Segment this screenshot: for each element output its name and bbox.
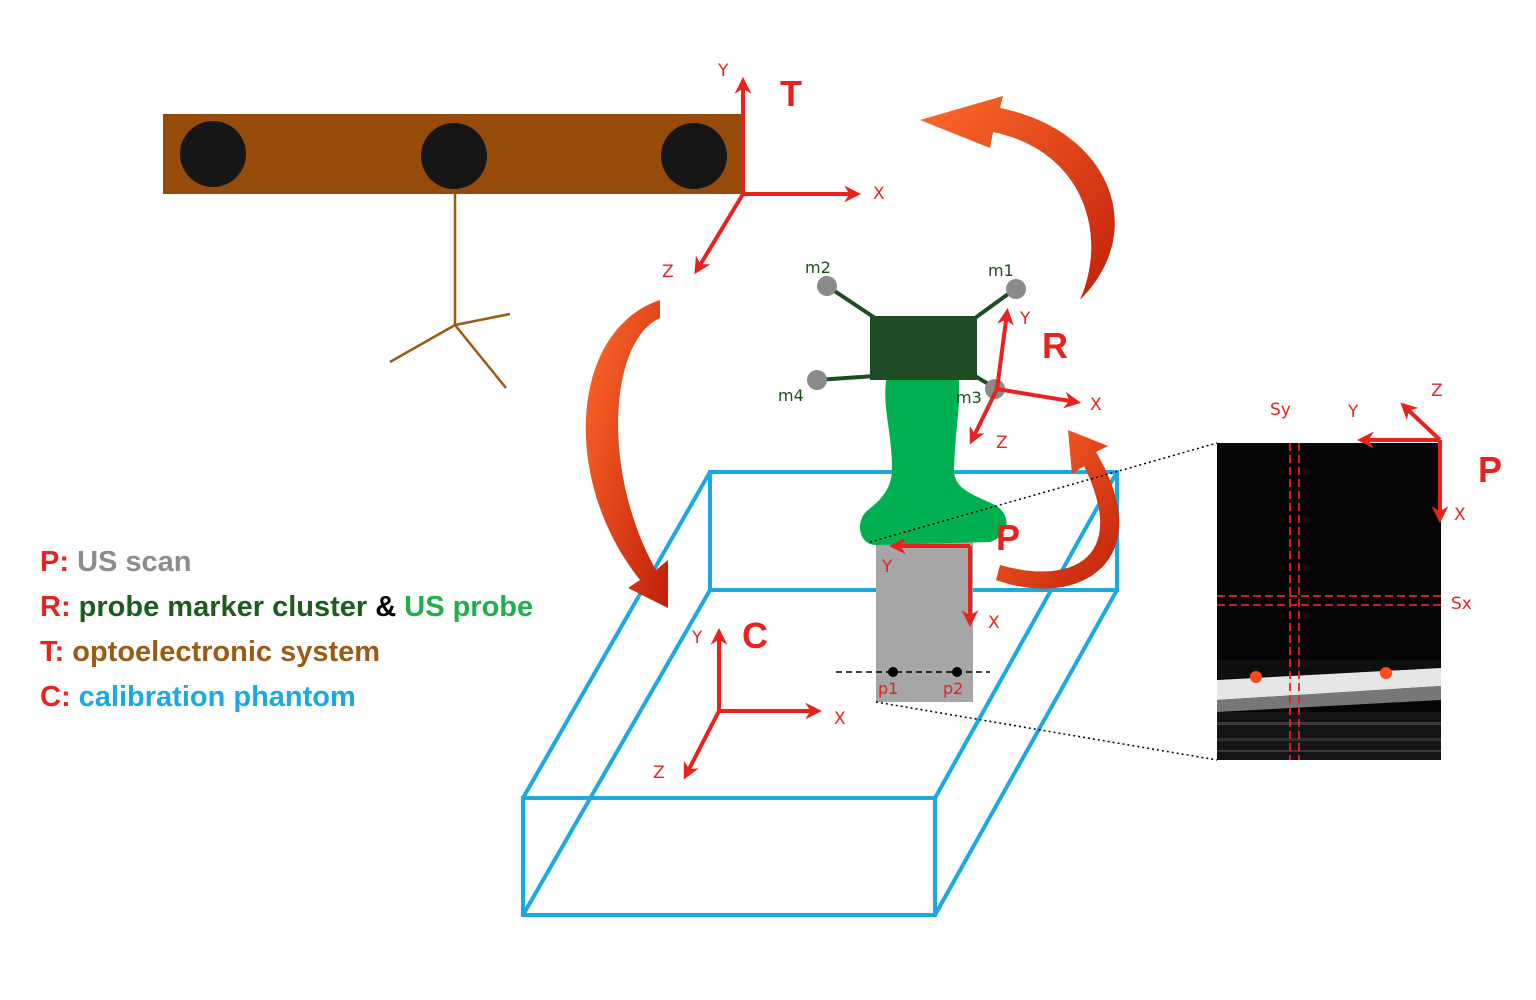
- legend-key: T:: [40, 636, 65, 668]
- scan-sy-label: Sy: [1270, 400, 1291, 420]
- frame-p-probe-x-label: X: [988, 613, 1000, 633]
- frame-p-scan-label: P: [1478, 449, 1502, 490]
- frame-p-probe-label: P: [996, 517, 1020, 558]
- frame-p-probe-axes: [888, 537, 979, 628]
- frame-p-scan-x-label: X: [1454, 505, 1466, 525]
- marker-label-m3: m3: [956, 388, 982, 407]
- frame-r-axes: [969, 308, 1081, 445]
- point-p1: [888, 667, 898, 677]
- frame-c-x-label: X: [834, 709, 846, 729]
- camera-lens: [661, 123, 727, 189]
- marker-label-m2: m2: [805, 258, 831, 277]
- zoom-connector: [869, 442, 1218, 761]
- frame-p-probe-y-label: Y: [881, 557, 893, 577]
- marker-sphere-m1: [1006, 279, 1026, 299]
- transform-arrow-p-to-r: [996, 430, 1120, 589]
- frame-t-z-label: Z: [662, 262, 674, 282]
- legend-text: US scan: [77, 546, 192, 578]
- legend-key: R:: [40, 591, 71, 623]
- legend-text: &: [367, 591, 405, 623]
- point-label-p2: p2: [943, 679, 963, 698]
- camera-lens: [421, 123, 487, 189]
- legend-key: P:: [40, 546, 69, 578]
- legend-text: probe marker cluster: [78, 591, 368, 623]
- legend-text: US probe: [404, 591, 534, 623]
- camera-lens: [180, 121, 246, 187]
- frame-t-y-label: Y: [717, 61, 729, 81]
- frame-t-label: T: [780, 73, 802, 114]
- scan-point-2: [1380, 667, 1392, 679]
- legend: P: US scan R: probe marker cluster & US …: [40, 540, 640, 720]
- legend-row-t: T: optoelectronic system: [40, 630, 640, 675]
- transform-arrow-t-to-c: [585, 300, 668, 608]
- scan-point-1: [1250, 671, 1262, 683]
- point-p2: [952, 667, 962, 677]
- camera-tripod: [389, 194, 511, 389]
- legend-key: C:: [40, 681, 71, 713]
- marker-sphere-m4: [807, 370, 827, 390]
- frame-p-scan-z-label: Z: [1431, 381, 1443, 401]
- frame-c-z-label: Z: [653, 763, 665, 783]
- frame-r-y-label: Y: [1019, 309, 1031, 329]
- marker-label-m4: m4: [778, 386, 804, 405]
- frame-p-scan-y-label: Y: [1347, 402, 1359, 422]
- frame-c-axes: [683, 627, 823, 780]
- frame-t-axes: [694, 76, 862, 275]
- frame-c-label: C: [742, 615, 768, 656]
- frame-r-x-label: X: [1090, 395, 1102, 415]
- frame-r-z-label: Z: [996, 433, 1008, 453]
- transform-arrow-t-to-r: [920, 96, 1115, 300]
- optoelectronic-camera-bar: [163, 114, 743, 194]
- legend-row-r: R: probe marker cluster & US probe: [40, 585, 640, 630]
- frame-c-y-label: Y: [691, 628, 703, 648]
- legend-text: optoelectronic system: [72, 636, 381, 668]
- legend-row-c: C: calibration phantom: [40, 675, 640, 720]
- point-label-p1: p1: [878, 679, 898, 698]
- probe-marker-cluster: [807, 276, 1026, 399]
- calibration-phantom: [521, 470, 1119, 917]
- legend-row-p: P: US scan: [40, 540, 640, 585]
- marker-sphere-m2: [817, 276, 837, 296]
- legend-text: calibration phantom: [78, 681, 356, 713]
- frame-r-label: R: [1042, 325, 1068, 366]
- scan-sx-label: Sx: [1451, 594, 1472, 614]
- frame-p-scan-axes: [1356, 402, 1449, 524]
- us-probe: [860, 372, 1007, 545]
- us-scan-image: [1217, 443, 1441, 760]
- frame-t-x-label: X: [873, 184, 885, 204]
- marker-label-m1: m1: [988, 261, 1014, 280]
